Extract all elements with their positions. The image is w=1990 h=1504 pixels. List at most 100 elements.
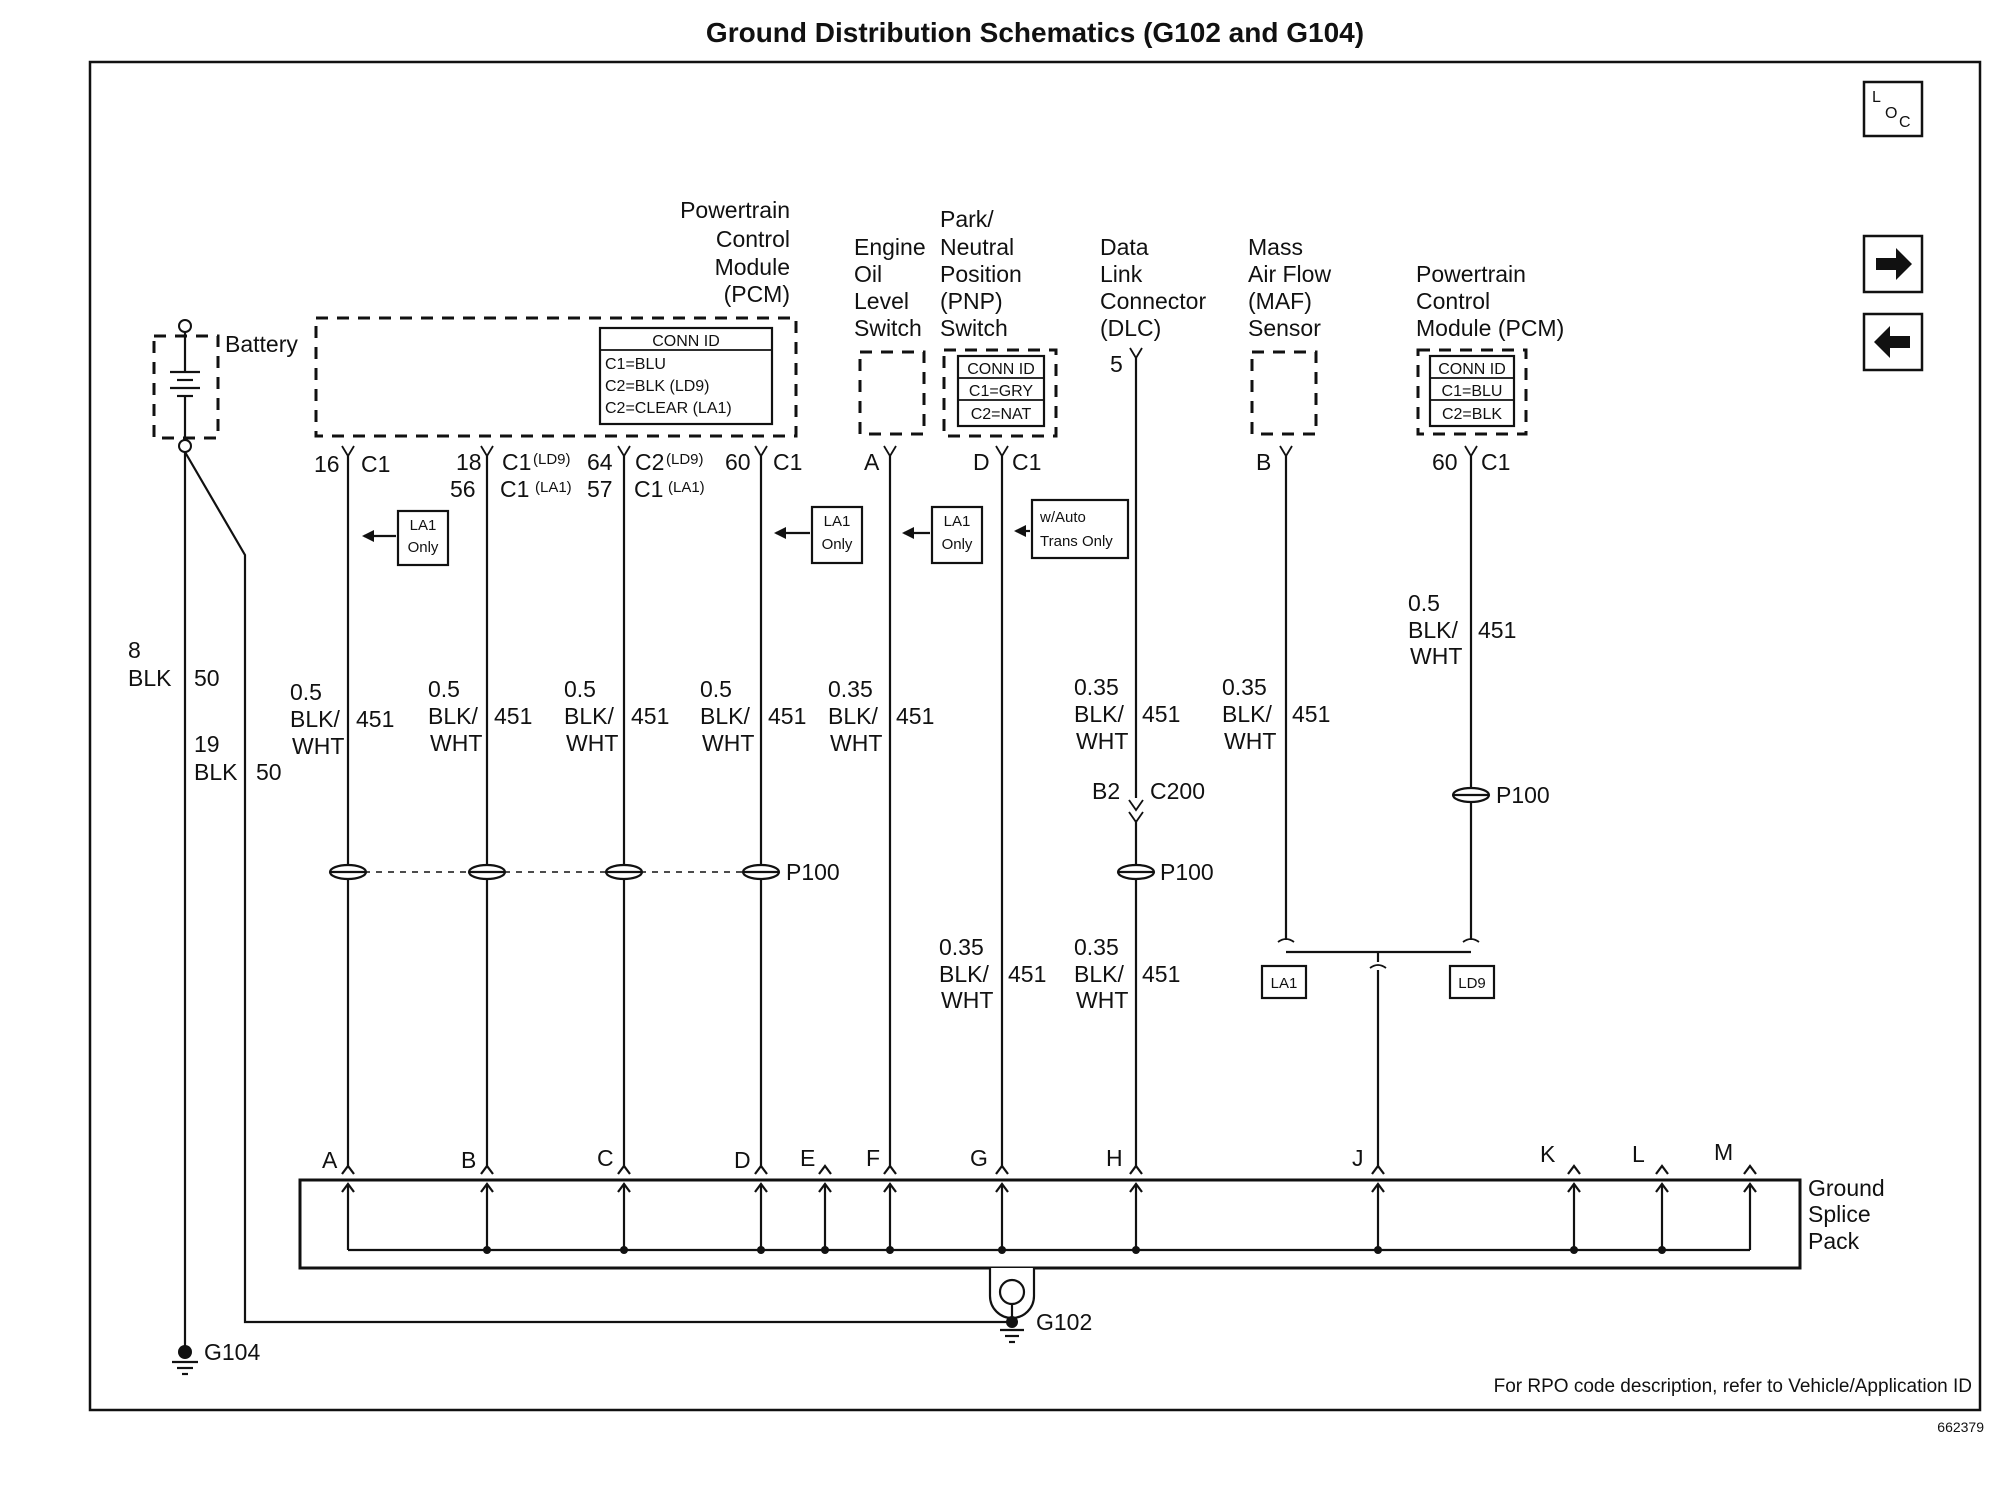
svg-text:M: M bbox=[1714, 1139, 1733, 1165]
svg-text:B: B bbox=[1256, 449, 1271, 475]
svg-text:E: E bbox=[800, 1145, 815, 1171]
svg-text:0.5: 0.5 bbox=[700, 676, 732, 702]
svg-text:C200: C200 bbox=[1150, 778, 1205, 804]
svg-text:D: D bbox=[734, 1147, 751, 1173]
svg-text:451: 451 bbox=[896, 703, 934, 729]
svg-text:BLK/: BLK/ bbox=[939, 961, 989, 987]
svg-text:57: 57 bbox=[587, 476, 613, 502]
ld9-tag: LD9 bbox=[1448, 964, 1496, 1000]
svg-text:Oil: Oil bbox=[854, 261, 882, 287]
loc-o: O bbox=[1885, 105, 1897, 122]
next-arrow-button[interactable] bbox=[1862, 234, 1924, 294]
la1-only-tag-2: LA1 Only bbox=[774, 505, 864, 565]
svg-text:BLK: BLK bbox=[194, 759, 238, 785]
svg-text:WHT: WHT bbox=[1224, 728, 1276, 754]
svg-text:CONN ID: CONN ID bbox=[652, 333, 720, 350]
svg-text:Powertrain: Powertrain bbox=[1416, 261, 1526, 287]
svg-text:D: D bbox=[973, 449, 990, 475]
svg-text:Module (PCM): Module (PCM) bbox=[1416, 315, 1564, 341]
svg-text:451: 451 bbox=[631, 703, 669, 729]
svg-text:Sensor: Sensor bbox=[1248, 315, 1321, 341]
pcm-right: Powertrain Control Module (PCM) CONN ID … bbox=[1416, 261, 1564, 436]
svg-text:A: A bbox=[322, 1147, 338, 1173]
svg-text:5: 5 bbox=[1110, 351, 1123, 377]
pin-labels: 16 C1 18 C1 (LD9) 56 C1 (LA1) 64 C2 (LD9… bbox=[314, 351, 1510, 502]
svg-text:C: C bbox=[597, 1145, 614, 1171]
svg-text:C1=GRY: C1=GRY bbox=[969, 383, 1034, 400]
wire-label-battery-19: 19 BLK 50 bbox=[194, 731, 282, 785]
g102-label: G102 bbox=[1036, 1309, 1092, 1335]
la1-tag: LA1 bbox=[1260, 964, 1308, 1000]
svg-text:0.35: 0.35 bbox=[1074, 674, 1119, 700]
svg-text:0.5: 0.5 bbox=[290, 679, 322, 705]
svg-text:C1: C1 bbox=[773, 449, 802, 475]
loc-l: L bbox=[1872, 89, 1881, 106]
splice-pack-pins bbox=[341, 1164, 1757, 1250]
svg-text:BLK/: BLK/ bbox=[700, 703, 750, 729]
svg-text:(LD9): (LD9) bbox=[666, 451, 704, 468]
svg-text:Air Flow: Air Flow bbox=[1248, 261, 1331, 287]
svg-text:C2=BLK (LD9): C2=BLK (LD9) bbox=[605, 378, 710, 395]
svg-text:Only: Only bbox=[822, 536, 853, 553]
svg-text:CONN ID: CONN ID bbox=[967, 361, 1035, 378]
svg-text:Level: Level bbox=[854, 288, 909, 314]
svg-text:WHT: WHT bbox=[1076, 987, 1128, 1013]
svg-text:WHT: WHT bbox=[292, 733, 344, 759]
svg-text:451: 451 bbox=[1142, 701, 1180, 727]
svg-text:19: 19 bbox=[194, 731, 220, 757]
svg-text:BLK: BLK bbox=[128, 665, 172, 691]
svg-text:Mass: Mass bbox=[1248, 234, 1303, 260]
auto-trans-only-tag: w/Auto Trans Only bbox=[1014, 498, 1130, 560]
battery-label: Battery bbox=[225, 331, 298, 357]
svg-text:Splice: Splice bbox=[1808, 1201, 1871, 1227]
svg-text:(DLC): (DLC) bbox=[1100, 315, 1161, 341]
maf-sensor: Mass Air Flow (MAF) Sensor bbox=[1248, 234, 1331, 436]
svg-text:451: 451 bbox=[1008, 961, 1046, 987]
svg-text:(MAF): (MAF) bbox=[1248, 288, 1312, 314]
pnp-switch: Park/ Neutral Position (PNP) Switch CONN… bbox=[940, 206, 1058, 438]
wire-labels: 0.5 BLK/ WHT 451 0.5 BLK/ WHT 451 0.5 BL… bbox=[290, 590, 1516, 1013]
svg-text:(PNP): (PNP) bbox=[940, 288, 1003, 314]
svg-text:Only: Only bbox=[942, 536, 973, 553]
loc-button[interactable]: L O C bbox=[1862, 80, 1924, 138]
svg-text:50: 50 bbox=[256, 759, 282, 785]
svg-text:0.5: 0.5 bbox=[1408, 590, 1440, 616]
engine-oil-level-switch: Engine Oil Level Switch bbox=[854, 234, 926, 436]
svg-text:C2=BLK: C2=BLK bbox=[1442, 406, 1502, 423]
svg-text:Switch: Switch bbox=[940, 315, 1008, 341]
prev-arrow-button[interactable] bbox=[1862, 312, 1924, 372]
svg-text:Module: Module bbox=[715, 254, 790, 280]
page-title: Ground Distribution Schematics (G102 and… bbox=[706, 17, 1364, 48]
svg-text:0.5: 0.5 bbox=[564, 676, 596, 702]
svg-text:P100: P100 bbox=[1496, 782, 1550, 808]
svg-text:Engine: Engine bbox=[854, 234, 926, 260]
svg-text:50: 50 bbox=[194, 665, 220, 691]
svg-text:L: L bbox=[1632, 1141, 1645, 1167]
svg-text:BLK/: BLK/ bbox=[564, 703, 614, 729]
svg-text:WHT: WHT bbox=[566, 730, 618, 756]
svg-text:WHT: WHT bbox=[702, 730, 754, 756]
svg-text:(LA1): (LA1) bbox=[535, 479, 572, 496]
svg-text:451: 451 bbox=[1478, 617, 1516, 643]
svg-text:WHT: WHT bbox=[941, 987, 993, 1013]
svg-text:451: 451 bbox=[356, 706, 394, 732]
svg-text:C1: C1 bbox=[361, 451, 390, 477]
svg-text:Trans Only: Trans Only bbox=[1040, 533, 1113, 550]
svg-text:Only: Only bbox=[408, 539, 439, 556]
svg-text:BLK/: BLK/ bbox=[290, 706, 340, 732]
svg-text:C1: C1 bbox=[1481, 449, 1510, 475]
svg-text:H: H bbox=[1106, 1145, 1123, 1171]
svg-text:Pack: Pack bbox=[1808, 1228, 1860, 1254]
svg-text:K: K bbox=[1540, 1141, 1556, 1167]
svg-text:60: 60 bbox=[1432, 449, 1458, 475]
svg-text:LA1: LA1 bbox=[1271, 975, 1298, 992]
footer-note: For RPO code description, refer to Vehic… bbox=[1494, 1376, 1972, 1397]
connector-c200: B2 C200 bbox=[1092, 778, 1205, 824]
svg-text:C2=NAT: C2=NAT bbox=[971, 406, 1032, 423]
svg-text:0.5: 0.5 bbox=[428, 676, 460, 702]
svg-text:56: 56 bbox=[450, 476, 476, 502]
svg-text:0.35: 0.35 bbox=[1074, 934, 1119, 960]
data-link-connector: Data Link Connector (DLC) bbox=[1100, 234, 1206, 341]
loc-c: C bbox=[1899, 114, 1911, 131]
svg-text:WHT: WHT bbox=[1076, 728, 1128, 754]
